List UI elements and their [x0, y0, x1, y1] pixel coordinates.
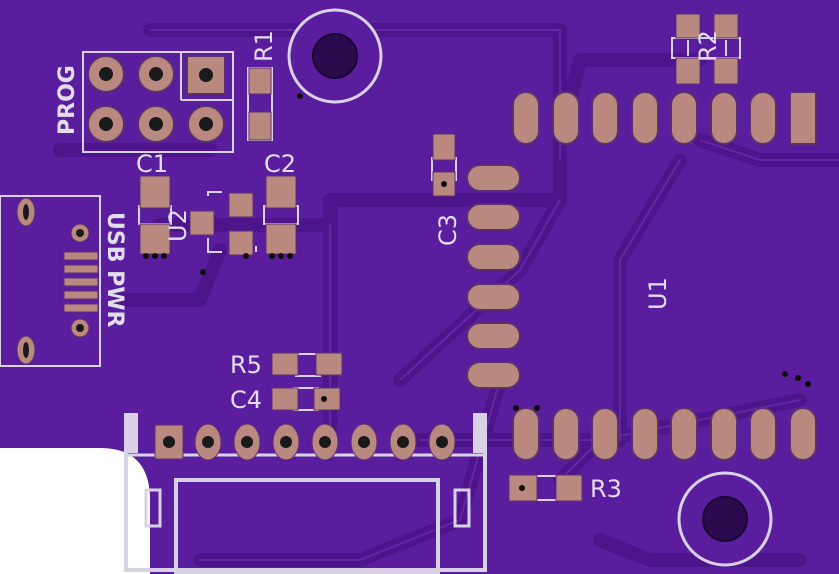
component-c3: C3 — [431, 133, 462, 246]
label-r2: R2 — [694, 30, 722, 62]
component-u2: U2 — [164, 191, 257, 275]
label-r5: R5 — [230, 351, 262, 379]
component-c2: C2 — [263, 150, 299, 259]
prog-header: PROG — [55, 51, 234, 153]
label-r3: R3 — [590, 475, 622, 503]
component-r2: R2 — [671, 13, 741, 85]
u1-bottom-pads — [512, 407, 817, 461]
label-c1: C1 — [136, 150, 168, 178]
label-r1: R1 — [250, 30, 278, 62]
label-usb-pwr: USB PWR — [102, 212, 127, 328]
label-prog: PROG — [55, 65, 80, 135]
component-r1: R1 — [247, 30, 278, 141]
label-c3: C3 — [434, 214, 462, 246]
label-u2: U2 — [164, 209, 192, 242]
component-r5: R5 — [230, 351, 343, 379]
component-c1: C1 — [136, 150, 172, 259]
label-c4: C4 — [230, 386, 262, 414]
bottom-connector — [124, 413, 487, 574]
vias — [297, 93, 811, 411]
usb-connector: USB PWR — [0, 195, 127, 367]
label-u1: U1 — [644, 277, 672, 310]
component-r3: R3 — [508, 474, 622, 503]
label-c2: C2 — [264, 150, 296, 178]
u1-top-pads — [512, 91, 817, 145]
component-c4: C4 — [230, 386, 341, 414]
mounting-hole-bottom — [677, 471, 773, 567]
u1-left-pads — [466, 164, 521, 389]
mounting-hole-top — [287, 8, 383, 104]
